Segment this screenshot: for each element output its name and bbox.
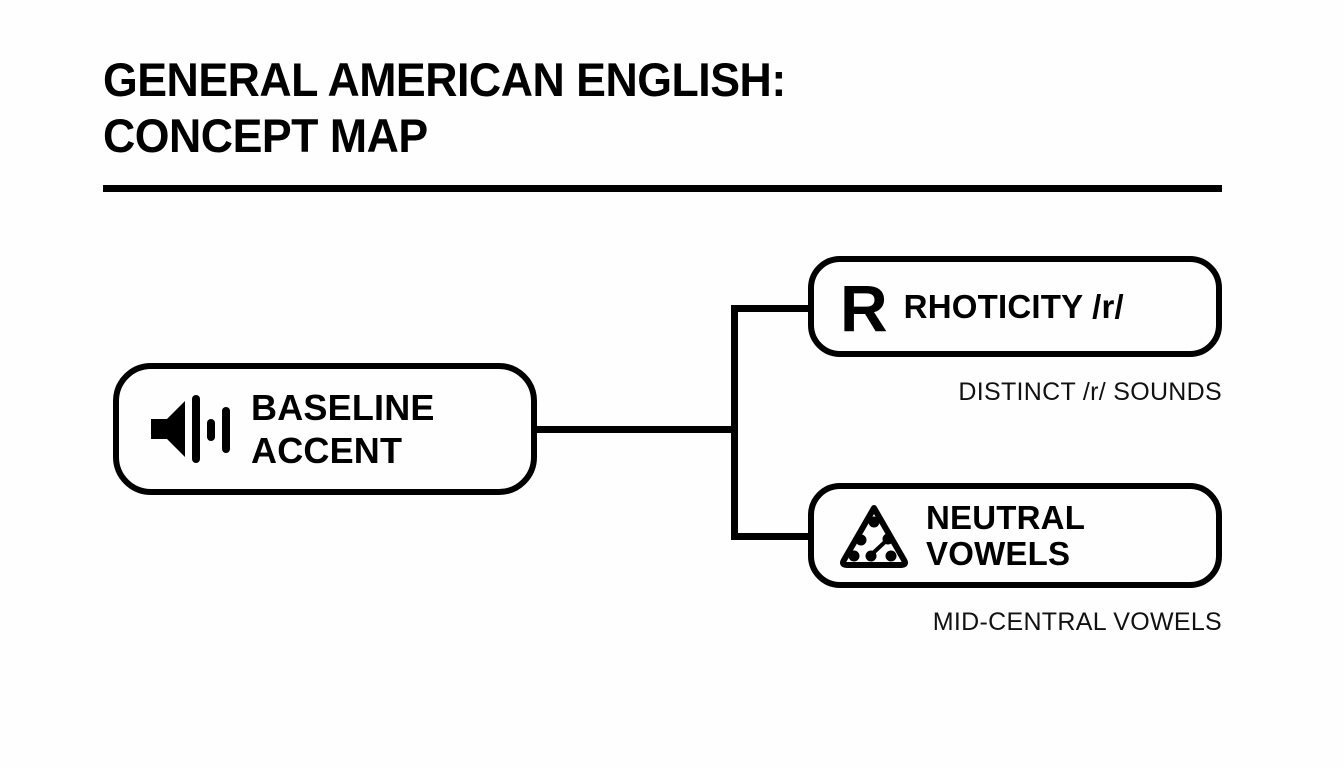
page-title: GENERAL AMERICAN ENGLISH: CONCEPT MAP (103, 52, 1233, 164)
node-rhoticity[interactable]: R RHOTICITY /r/ (808, 256, 1222, 357)
title-divider-rule (103, 185, 1222, 192)
node-rhoticity-label: RHOTICITY /r/ (903, 287, 1124, 325)
caption-neutral-vowels: MID-CENTRAL VOWELS (932, 608, 1222, 636)
node-neutral-vowels-label: NEUTRAL VOWELS (926, 498, 1085, 572)
caption-rhoticity: DISTINCT /r/ SOUNDS (958, 378, 1222, 406)
node-neutral-vowels[interactable]: NEUTRAL VOWELS (808, 483, 1222, 588)
connector-branch-rhoticity (731, 305, 811, 312)
vowel-triangle-icon (840, 504, 908, 568)
connector-branch-neutral-vowels (731, 533, 811, 540)
node-baseline-accent[interactable]: BASELINE ACCENT (113, 363, 537, 495)
letter-r-icon: R (840, 270, 888, 345)
speaker-volume-icon (151, 395, 230, 463)
page-title-line-2: CONCEPT MAP (103, 109, 428, 162)
page-title-line-1: GENERAL AMERICAN ENGLISH: (103, 53, 786, 106)
connector-trunk-line (537, 426, 738, 433)
node-baseline-accent-label: BASELINE ACCENT (251, 387, 435, 471)
connector-vertical-spine (731, 305, 738, 540)
